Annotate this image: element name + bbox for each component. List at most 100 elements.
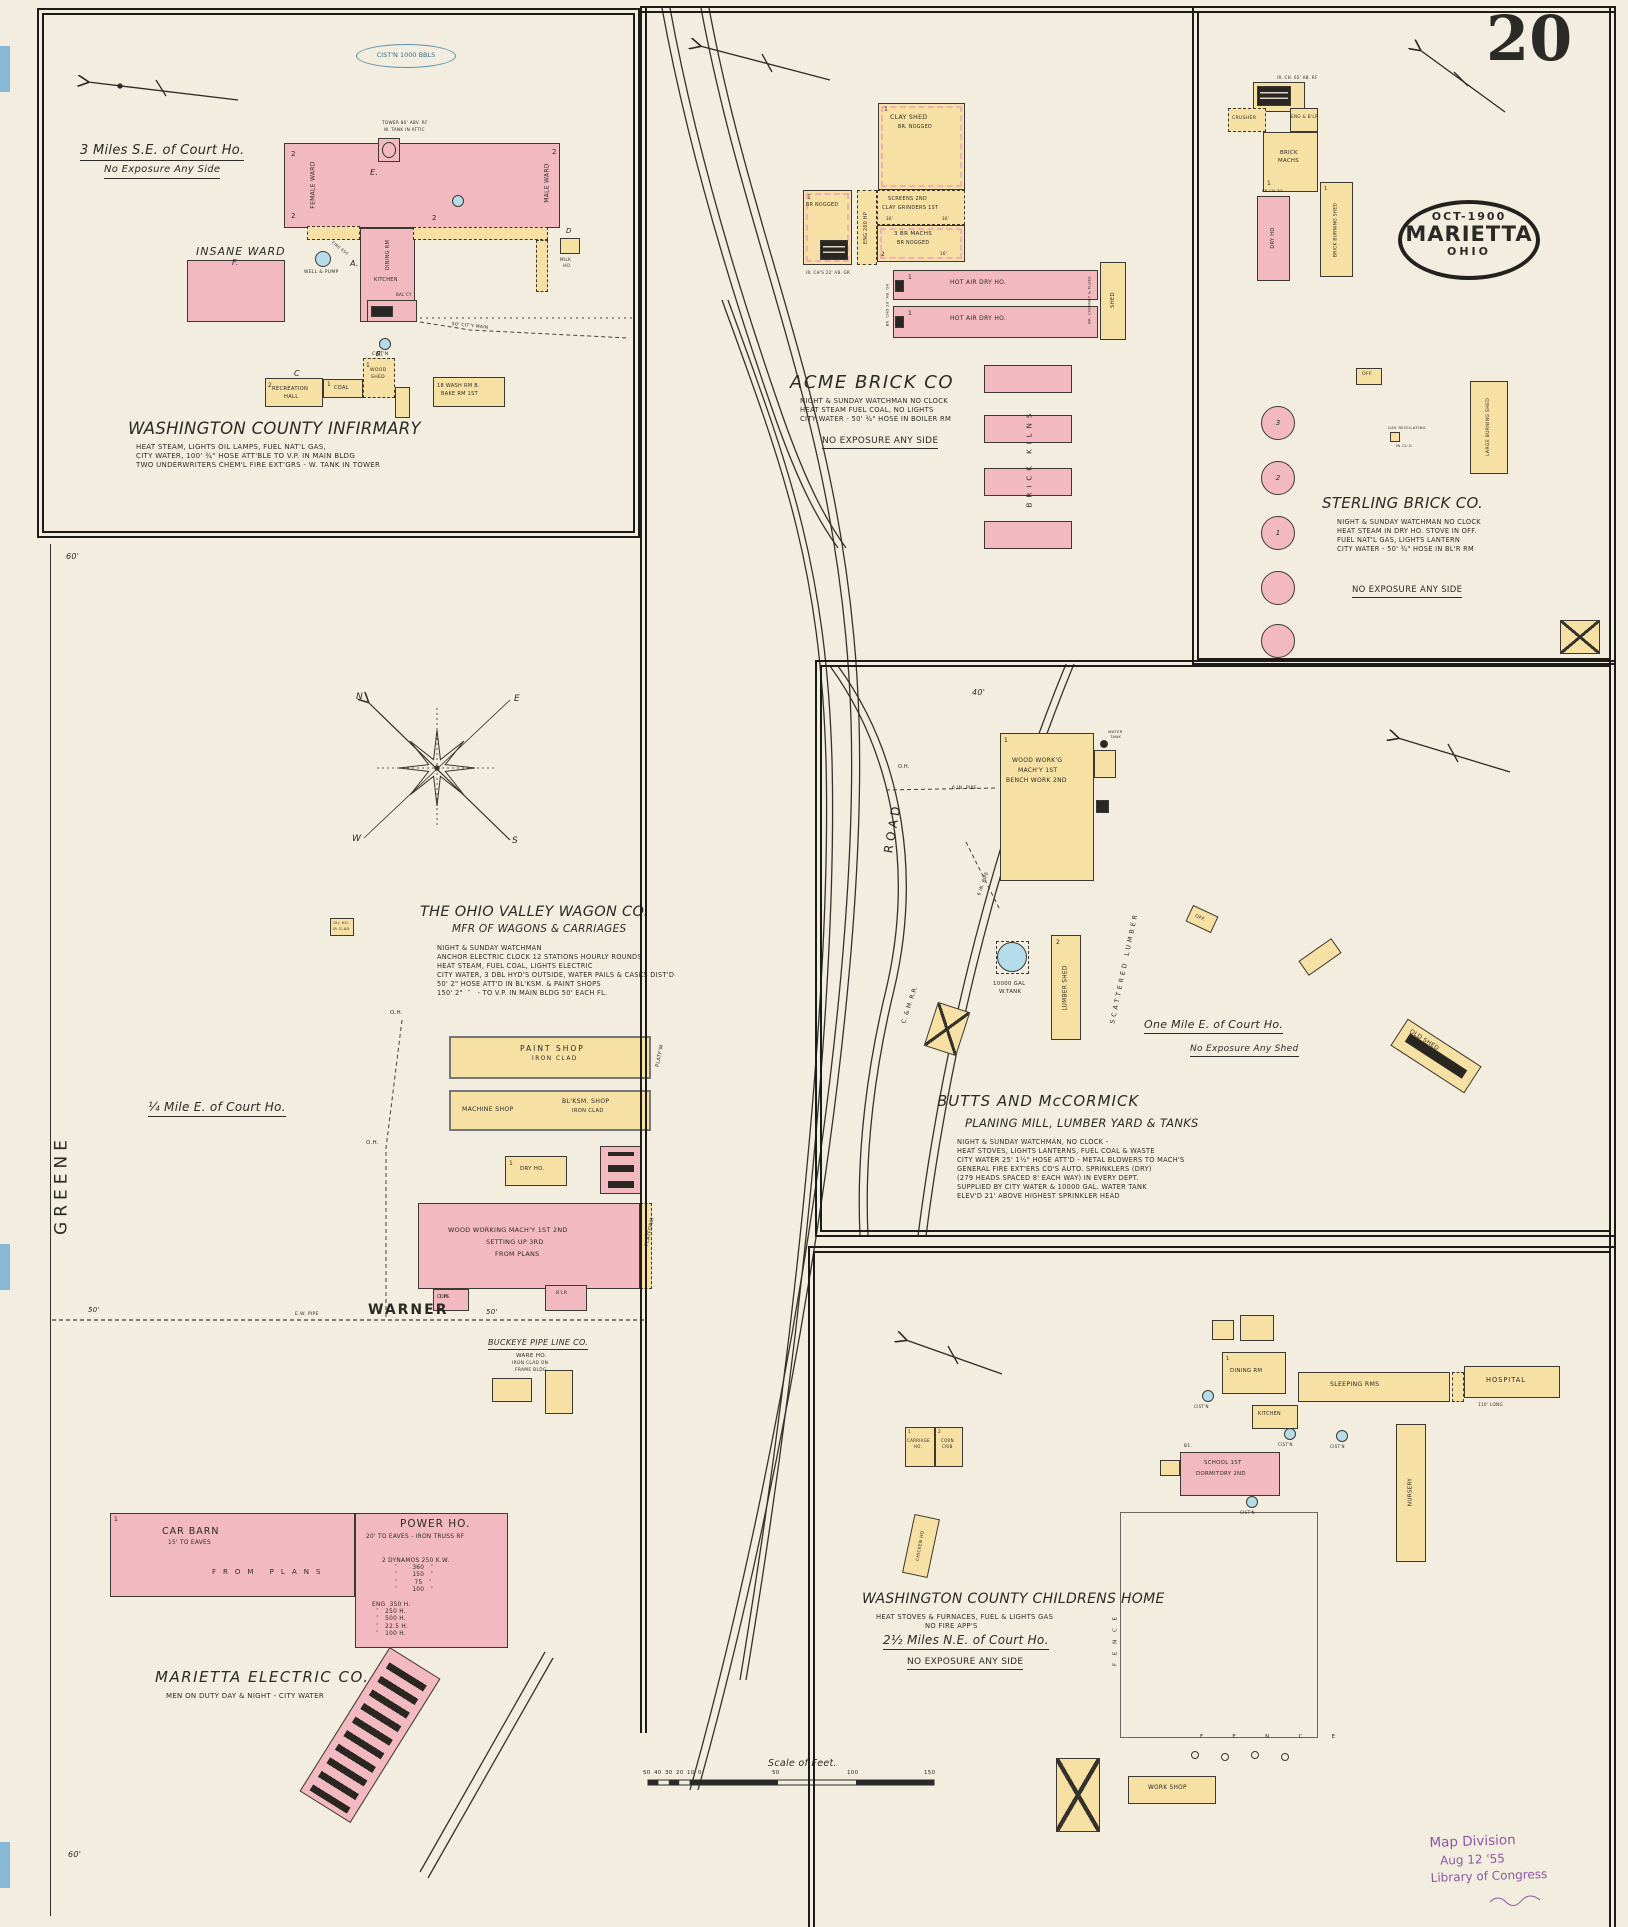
wash-bake-house [433,377,505,407]
map-label: 1 [908,274,913,281]
gas-regulator-house [1390,432,1400,442]
porch [1160,1460,1180,1476]
map-label: 1 [908,1430,912,1435]
binding-tab [0,1842,10,1888]
map-label: GENERAL FIRE EXT'ERS CO'S AUTO. SPRINKLE… [957,1165,1152,1173]
round-kiln [1261,571,1295,605]
round-kiln: 1 [1261,516,1295,550]
carriage-house [905,1427,935,1467]
dining-room [1222,1352,1286,1394]
map-label: OIL HO. [333,920,350,925]
map-label: 100 [847,1770,859,1776]
map-label: CIST'N [1278,1442,1293,1447]
map-label: 1 [1004,737,1009,744]
map-label: E. [370,168,379,177]
map-label: SHED [1109,292,1116,308]
map-label: CITY WATER 25' 1½" HOSE ATT'D - METAL BL… [957,1156,1185,1164]
survey-city: MARIETTA [1405,222,1533,246]
map-label: HO. [914,1444,923,1449]
clay-shed [878,103,965,190]
map-label: 20 [676,1770,684,1776]
map-label: NO FIRE APP'S [925,1622,978,1630]
dry-house [1257,196,1290,281]
work-shop [1128,1776,1216,1804]
kitchen [1252,1405,1298,1429]
map-label: HOSPITAL [1486,1376,1526,1384]
map-label: HEAT STOVES & FURNACES, FUEL & LIGHTS GA… [876,1613,1054,1621]
binding-tab [0,1244,10,1290]
handwritten-mark [1489,1895,1541,1906]
tree [1281,1753,1289,1761]
infirmary-tower [378,138,400,162]
map-label: NO EXPOSURE ANY SIDE [907,1657,1024,1671]
binding-tab [0,46,10,92]
map-label: TWO UNDERWRITERS CHEM'L FIRE EXT'GRS - W… [136,461,381,469]
brick-kiln [984,415,1072,443]
map-label: BR NOGGED [897,241,930,246]
boiler [1257,86,1291,106]
map-label: RECREATION [272,386,309,392]
nursery [1396,1424,1426,1562]
furnace [895,316,904,328]
map-label: W. TANK IN ATTIC [384,127,425,132]
map-label: IN CL'G [1396,443,1413,448]
map-label: 50' 2" HOSE ATT'D IN BL'KSM. & PAINT SHO… [437,980,601,988]
map-label: NIGHT & SUNDAY WATCHMAN [437,944,542,952]
map-label: 0 [698,1770,702,1776]
survey-title-oval: OCT-1900 MARIETTA OHIO [1398,200,1540,280]
brick-kiln [984,468,1072,496]
map-label: MFR OF WAGONS & CARRIAGES [452,923,627,935]
map-label: 16' [940,251,948,256]
map-label: A. [350,259,359,268]
compass-rose [364,700,511,841]
map-label: 110' LONG [1478,1402,1504,1407]
map-label: 60' [66,552,80,561]
map-label: FROM PLANS [212,1568,328,1576]
office [433,1289,469,1311]
porch [1452,1372,1464,1402]
porch [536,240,548,292]
map-label: CAR BARN [162,1526,220,1537]
recreation-hall [265,378,323,407]
cistern [1246,1496,1258,1508]
wagon-title: THE OHIO VALLEY WAGON CO. [420,904,649,920]
well [315,251,331,267]
map-label: 1 [908,310,913,317]
map-label: ENG & B'LR [1291,114,1319,119]
cistern [1202,1390,1214,1402]
cistern [452,195,464,207]
map-label: CIST'N [1240,1510,1255,1515]
map-label: 40 [654,1770,662,1776]
compass-west: W [352,834,362,844]
map-label: 36' [886,216,894,221]
map-label: POWER HO. [400,1518,471,1530]
hot-air-dry-house-1 [893,270,1098,300]
map-label: SETTING UP 3RD [486,1238,544,1246]
map-label: F E N C E [1112,1613,1119,1667]
map-label: IRON CLAD [532,1056,578,1062]
map-label: 15' TO EAVES [168,1540,211,1546]
survey-state: OHIO [1446,245,1491,259]
map-label: 1 [1226,1356,1230,1362]
map-label: WOOD WORK'G [1012,757,1063,764]
survey-date: OCT-1900 [1431,210,1507,223]
map-label: HEAT STEAM FUEL COAL, NO LIGHTS [800,406,934,414]
map-label: 1 [807,194,812,201]
shed [1560,620,1600,654]
map-label: BR. CHIMNEY & FLUES [1086,276,1092,324]
map-label: MILK [560,257,572,262]
map-label: 3 BR MACHS [894,231,933,237]
map-label: HEAT STEAM, LIGHTS OIL LAMPS, FUEL NAT'L… [136,443,327,451]
map-label: NO EXPOSURE ANY SIDE [822,436,939,450]
map-label: ENG 200 HP [864,211,870,245]
map-label: MACH'Y 1ST [1018,767,1058,774]
fenced-yard [1120,1512,1318,1738]
engine-boiler-room [1290,108,1318,132]
map-label: ENG 350 H. ″ 250 H. ″ 500 H. ″ 22.5 H. ″… [372,1602,411,1637]
map-label: CRUSHER [1232,116,1257,121]
map-label: FEMALE WARD [309,161,317,209]
map-label: IRON CLAD ON [512,1361,549,1366]
pantry [1212,1320,1234,1340]
map-label: MACHS [1278,158,1299,164]
